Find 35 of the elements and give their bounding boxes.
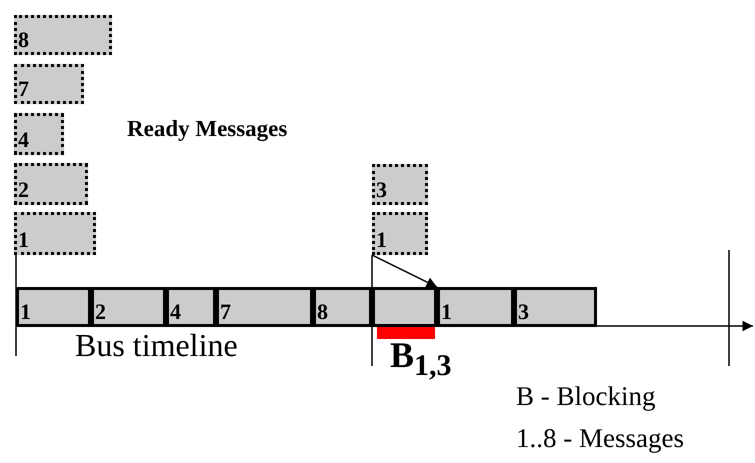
- bus-slot: [216, 287, 313, 327]
- message-id: 8: [317, 300, 328, 324]
- message-id: 1: [441, 300, 452, 324]
- message-id: 1: [18, 228, 29, 252]
- message-box: [14, 15, 112, 55]
- blocking-label: B$_{1,3}$: [390, 336, 452, 382]
- message-id: 3: [518, 300, 529, 324]
- message-id: 1: [20, 300, 31, 324]
- heading: Ready Messages: [127, 116, 288, 142]
- message-id: 3: [376, 178, 387, 202]
- bus-slot: [437, 287, 514, 327]
- message-id: 2: [95, 300, 106, 324]
- bus-slot: [166, 287, 216, 327]
- axis-label: Bus timeline: [75, 328, 238, 364]
- bus-slot: [514, 287, 597, 327]
- message-box: [14, 163, 88, 205]
- message-id: 4: [170, 300, 181, 324]
- message-id: 1: [376, 228, 387, 252]
- bus-slot: [16, 287, 91, 327]
- message-box: [14, 212, 96, 255]
- message-id: 8: [18, 28, 29, 52]
- message-box: [372, 212, 428, 255]
- message-box: [14, 113, 64, 155]
- bus-slot: [91, 287, 166, 327]
- legend-note: 1..8 - Messages: [516, 424, 684, 454]
- message-id: 7: [220, 300, 231, 324]
- message-id: 4: [18, 128, 29, 152]
- message-id: 2: [18, 178, 29, 202]
- bus-slot: [313, 287, 372, 327]
- message-box: [14, 64, 84, 104]
- message-box: [372, 164, 428, 205]
- bus-slot: [372, 287, 437, 327]
- legend-note: B - Blocking: [516, 382, 656, 412]
- message-id: 7: [18, 77, 29, 101]
- arrow: [372, 254, 438, 288]
